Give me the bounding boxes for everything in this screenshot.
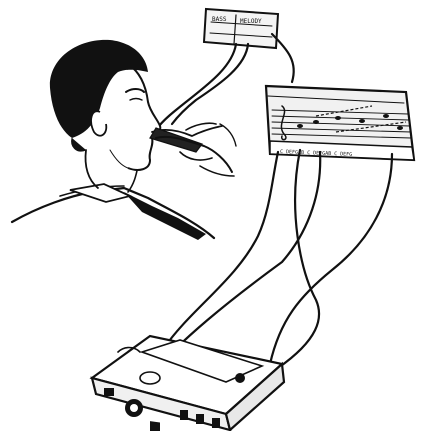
base-instrument-box (92, 336, 284, 431)
hand-with-mouthpiece (150, 123, 236, 176)
upper-panel-label-right: MELODY (240, 18, 262, 25)
upper-panel-label-left: BASS (212, 16, 227, 23)
keyboard-panel: C DEFGAB C DEFGAB C DEFG (266, 86, 414, 160)
upper-wall-panel: BASS MELODY (204, 9, 278, 48)
